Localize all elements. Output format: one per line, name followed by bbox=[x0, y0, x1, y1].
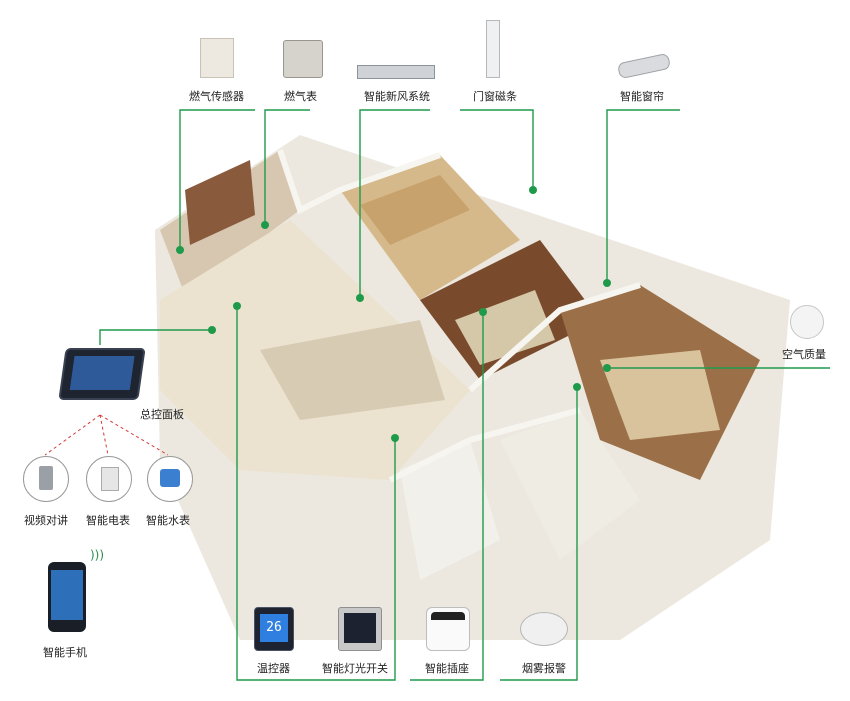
gas-sensor-icon bbox=[200, 38, 234, 78]
connector-smart-socket bbox=[410, 312, 484, 681]
label-light-switch: 智能灯光开关 bbox=[322, 662, 388, 675]
dot-smoke-alarm bbox=[573, 383, 581, 391]
label-air-quality: 空气质量 bbox=[782, 348, 826, 361]
label-thermostat: 温控器 bbox=[257, 662, 290, 675]
fresh-air-icon bbox=[357, 65, 435, 79]
thermostat-display: 26 bbox=[260, 614, 288, 642]
connector-gas-sensor bbox=[179, 109, 255, 250]
connector-door-window bbox=[460, 109, 534, 190]
video-intercom-icon bbox=[23, 456, 69, 502]
smart-socket-icon bbox=[426, 607, 470, 651]
dash-smart-meter bbox=[99, 414, 109, 456]
connector-control-panel bbox=[99, 329, 212, 345]
dot-gas-sensor bbox=[176, 246, 184, 254]
room-bathroom-1 bbox=[500, 410, 640, 560]
label-video-intercom: 视频对讲 bbox=[24, 514, 68, 527]
wifi-icon: ))) bbox=[90, 548, 105, 562]
connector-thermostat bbox=[236, 306, 325, 681]
smart-phone-icon bbox=[48, 562, 86, 632]
label-gas-meter: 燃气表 bbox=[284, 90, 317, 103]
dash-video-intercom bbox=[44, 414, 101, 456]
smoke-alarm-icon bbox=[520, 612, 568, 646]
dot-fresh-air bbox=[356, 294, 364, 302]
dot-thermostat bbox=[233, 302, 241, 310]
dot-control-panel bbox=[208, 326, 216, 334]
water-meter-icon bbox=[147, 456, 193, 502]
label-smart-socket: 智能插座 bbox=[425, 662, 469, 675]
label-control-panel: 总控面板 bbox=[140, 408, 184, 421]
connector-smoke-alarm bbox=[500, 387, 578, 681]
room-bathroom-2 bbox=[400, 440, 500, 580]
dot-light-switch bbox=[391, 434, 399, 442]
light-switch-icon bbox=[338, 607, 382, 651]
label-water-meter: 智能水表 bbox=[146, 514, 190, 527]
label-fresh-air: 智能新风系统 bbox=[364, 90, 430, 103]
thermostat-icon: 26 bbox=[254, 607, 294, 651]
air-quality-sensor-icon bbox=[790, 305, 824, 339]
control-panel-tablet-icon bbox=[58, 348, 146, 400]
dot-curtain bbox=[603, 279, 611, 287]
dot-door-window bbox=[529, 186, 537, 194]
label-smart-phone: 智能手机 bbox=[43, 646, 87, 659]
label-smoke-alarm: 烟雾报警 bbox=[522, 662, 566, 675]
smart-meter-icon bbox=[86, 456, 132, 502]
label-curtain: 智能窗帘 bbox=[620, 90, 664, 103]
connector-fresh-air bbox=[359, 109, 430, 298]
connector-gas-meter bbox=[264, 109, 310, 225]
dot-gas-meter bbox=[261, 221, 269, 229]
label-smart-meter: 智能电表 bbox=[86, 514, 130, 527]
dot-smart-socket bbox=[479, 308, 487, 316]
connector-light-switch bbox=[325, 438, 396, 681]
dot-air-quality bbox=[603, 364, 611, 372]
dash-water-meter bbox=[99, 414, 169, 456]
connector-curtain bbox=[606, 109, 680, 283]
label-gas-sensor: 燃气传感器 bbox=[189, 90, 244, 103]
gas-meter-icon bbox=[283, 40, 323, 78]
label-door-window: 门窗磁条 bbox=[473, 90, 517, 103]
door-window-sensor-icon bbox=[486, 20, 500, 78]
